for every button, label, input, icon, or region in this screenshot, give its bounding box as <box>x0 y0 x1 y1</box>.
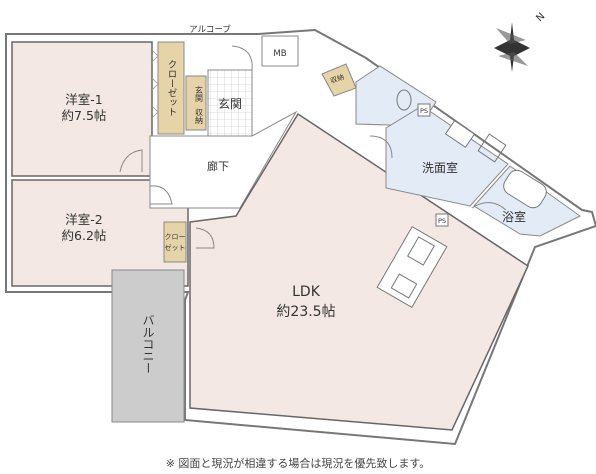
closet-1-label: クローゼット <box>166 60 178 117</box>
western-room-2-area: 約6.2帖 <box>62 228 107 243</box>
ps-box-2 <box>435 213 449 227</box>
kitchen-sink <box>390 273 418 299</box>
closet-2-label-line1: クロー <box>165 233 186 241</box>
bathroom-label: 浴室 <box>502 209 526 224</box>
entrance-storage <box>185 75 207 131</box>
ps-label-2: PS <box>438 217 446 225</box>
closet-2-label-line2: ゼット <box>165 243 186 252</box>
entrance-storage-label-line2: 収納 <box>195 107 204 125</box>
closet-2 <box>163 221 187 263</box>
balcony-label: バルコニー <box>141 314 155 374</box>
western-room-1-area: 約7.5帖 <box>62 108 107 123</box>
compass-icon: N <box>494 11 547 72</box>
entrance-floor <box>207 69 253 137</box>
mb-label: MB <box>273 49 286 59</box>
entrance-label: 玄関 <box>218 96 242 111</box>
alcove-label: アルコーブ <box>189 24 231 35</box>
closet-hanger-marks <box>151 49 159 119</box>
door-swings <box>119 45 507 249</box>
cooktop <box>407 236 435 266</box>
ldk-label: LDK <box>292 284 321 300</box>
washroom-floor <box>385 105 509 207</box>
hallway-floor <box>149 110 298 209</box>
wash-basin <box>444 119 476 149</box>
closet-1 <box>157 41 185 135</box>
western-room-1-floor <box>11 41 153 177</box>
hallway-label: 廊下 <box>207 159 229 173</box>
bathtub <box>503 169 547 209</box>
compass-north-label: N <box>534 11 547 24</box>
ps-box-1 <box>417 103 431 117</box>
washroom-label: 洗面室 <box>422 160 458 175</box>
fixtures <box>376 89 547 308</box>
balcony-floor <box>111 269 185 423</box>
western-room-2-label: 洋室-2 <box>65 212 102 227</box>
entrance-storage-label-line1: 玄関 <box>195 85 204 103</box>
ps-label-1: PS <box>420 107 428 115</box>
ldk-area: 約23.5帖 <box>276 304 335 320</box>
toilet-bowl <box>396 89 412 111</box>
room-labels: 洋室-1 約7.5帖 洋室-2 約6.2帖 クローゼット 玄関 収納 クロー ゼ… <box>62 24 526 374</box>
footnote: ※ 図面と現況が相違する場合は現況を優先致します。 <box>165 457 431 470</box>
mb-box <box>261 35 299 67</box>
ldk-floor <box>189 112 529 431</box>
kitchen-counter <box>376 226 448 308</box>
washer-pan <box>477 133 507 163</box>
western-room-1-label: 洋室-1 <box>65 92 102 107</box>
